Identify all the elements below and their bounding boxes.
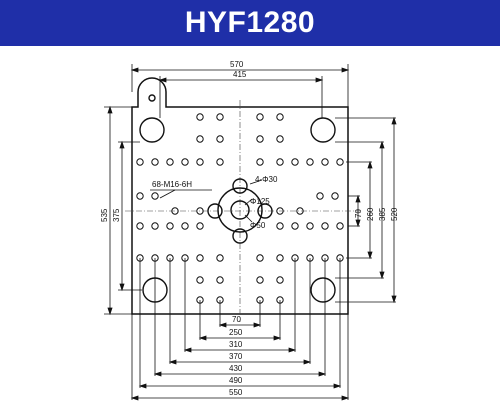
threaded-hole [151,192,159,200]
center-bore-50 [230,200,250,220]
threaded-hole [276,276,284,284]
tie-bar-hole-top-right [310,117,336,143]
threaded-hole [216,158,224,166]
threaded-hole [216,276,224,284]
bottom-dimensions [130,258,350,401]
threaded-hole [276,135,284,143]
dim-bottom-430: 430 [229,364,243,373]
threaded-hole [181,158,189,166]
dim-right-260: 260 [366,207,375,221]
threaded-hole [336,158,344,166]
threaded-hole [276,158,284,166]
dim-left-535: 535 [100,208,109,222]
threaded-hole [196,222,204,230]
threaded-hole [216,135,224,143]
threaded-holes [136,113,344,304]
threaded-hole [256,254,264,262]
left-dimensions [104,105,142,316]
threaded-hole [196,158,204,166]
threaded-hole [196,276,204,284]
threaded-hole [316,192,324,200]
threaded-hole [321,158,329,166]
dim-bottom-250: 250 [229,328,243,337]
ejector-hole-right [257,203,273,219]
threaded-hole [276,254,284,262]
dim-right-520: 520 [390,207,399,221]
threaded-hole [336,222,344,230]
threaded-hole [216,113,224,121]
callout-bore-50: Φ50 [250,221,266,230]
threaded-hole [166,158,174,166]
center-bore-125 [217,187,263,233]
callout-leaders [150,179,263,223]
page-title: HYF1280 [184,6,316,39]
threaded-hole [181,222,189,230]
threaded-hole [256,158,264,166]
threaded-hole [166,222,174,230]
tie-bar-holes [139,94,336,303]
callout-center-holes: 4-Φ30 [255,175,278,184]
dim-top-415: 415 [233,70,247,79]
threaded-hole [151,222,159,230]
dim-bottom-310: 310 [229,340,243,349]
threaded-hole [321,222,329,230]
dim-top-570: 570 [230,60,244,69]
title-banner: HYF1280 [0,0,500,46]
threaded-hole [196,113,204,121]
threaded-hole [196,207,204,215]
threaded-hole [291,158,299,166]
threaded-hole [216,254,224,262]
center-features [207,178,273,244]
threaded-hole [331,192,339,200]
dim-right-70: 70 [354,209,363,218]
threaded-hole [136,192,144,200]
tie-bar-hole-top-left [139,117,165,143]
dim-bottom-370: 370 [229,352,243,361]
threaded-hole [136,158,144,166]
dim-right-385: 385 [378,207,387,221]
threaded-hole [196,135,204,143]
threaded-hole [151,158,159,166]
threaded-hole [256,276,264,284]
threaded-hole [196,254,204,262]
ejector-hole-left [207,203,223,219]
ear-hole [148,94,156,102]
dim-bottom-550: 550 [229,388,243,397]
dim-bottom-70: 70 [232,315,241,324]
platen-drawing: 68-M16-6H 4-Φ30 Φ125 Φ50 570 415 535 375 [0,46,500,407]
threaded-hole [256,135,264,143]
threaded-hole [276,113,284,121]
dim-bottom-490: 490 [229,376,243,385]
right-dimensions [335,116,397,304]
threaded-hole [291,222,299,230]
threaded-hole [276,222,284,230]
threaded-hole [306,222,314,230]
threaded-hole [171,207,179,215]
threaded-hole [306,158,314,166]
threaded-hole [276,207,284,215]
threaded-hole [296,207,304,215]
threaded-hole [256,113,264,121]
ejector-hole-bottom [232,228,248,244]
tie-bar-hole-bottom-right [310,277,336,303]
top-dimensions [130,64,350,118]
dim-left-375: 375 [112,208,121,222]
callout-bore-125: Φ125 [250,197,270,206]
platen-diagram: 68-M16-6H 4-Φ30 Φ125 Φ50 570 415 535 375 [100,60,399,401]
callout-threaded-holes: 68-M16-6H [152,180,192,189]
threaded-hole [136,222,144,230]
ejector-hole-top [232,178,248,194]
